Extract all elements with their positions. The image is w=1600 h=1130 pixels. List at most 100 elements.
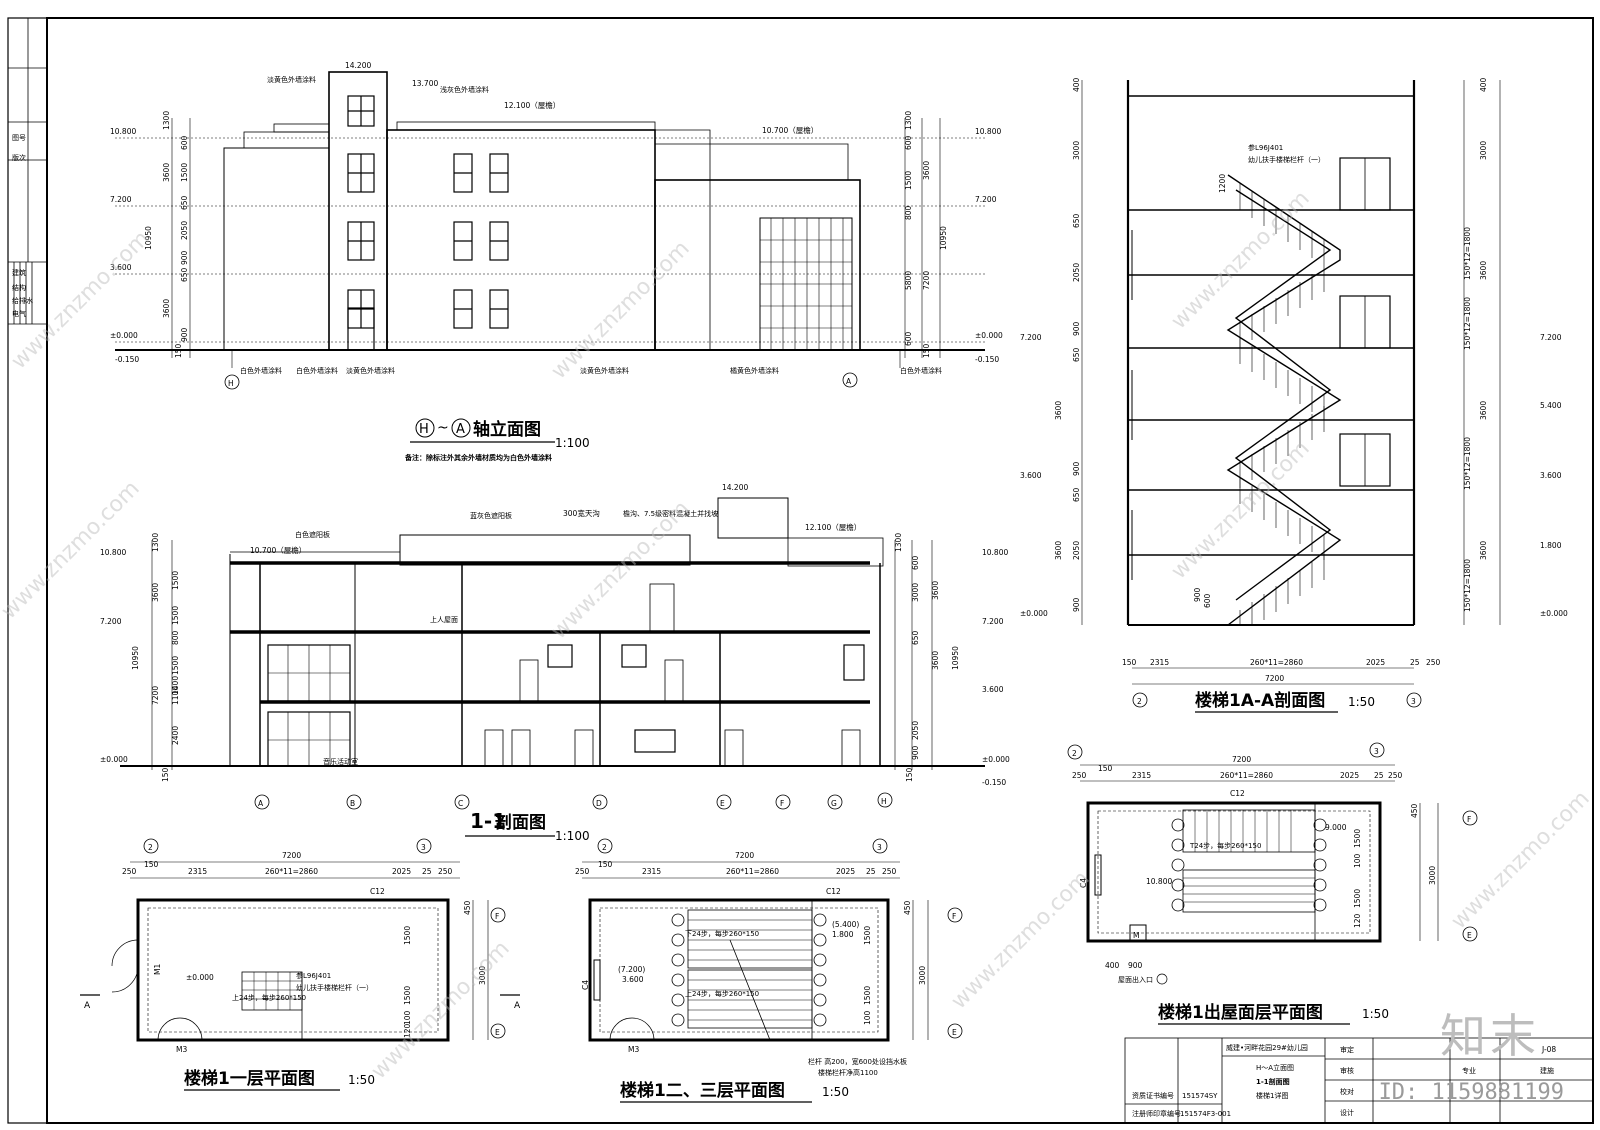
roof-bdim-1: 900 <box>1128 961 1143 970</box>
sec-level-3600-r: 3.600 <box>982 685 1004 694</box>
elev-axis-a-bubble <box>842 372 858 388</box>
sec-axis-d: D <box>596 799 602 808</box>
plan23-overall: 7200 <box>735 851 754 860</box>
stair-rdim-0: 400 <box>1479 77 1488 92</box>
tb-role-2: 校对 <box>1340 1087 1354 1096</box>
plan1-axis-3-bubble <box>416 838 432 854</box>
plan23-rdim-4: 100 <box>863 1010 872 1025</box>
plan23-treads <box>688 919 812 1021</box>
plan1-axis-e-bubble <box>490 1023 506 1039</box>
roof-dim-6: 250 <box>1388 771 1403 780</box>
stair-level-0-r: ±0.000 <box>1540 609 1568 618</box>
roof-axis-e: E <box>1467 931 1472 940</box>
sec-level-m150-r: -0.150 <box>982 778 1006 787</box>
elev-label-1: 浅灰色外墙涂料 <box>440 85 489 94</box>
stair-level-3600-r: 3.600 <box>1540 471 1562 480</box>
plan23-title: 楼梯1二、三层平面图 <box>620 1080 785 1101</box>
roof-dim-4: 2025 <box>1340 771 1359 780</box>
roof-rdim-2: 1500 <box>1353 829 1362 848</box>
plan1-axis-e: E <box>495 1028 500 1037</box>
elev-rdim-4: 800 <box>904 205 913 220</box>
stair-ldim-8: 900 <box>1072 461 1081 476</box>
roof-label-c12: C12 <box>1230 789 1245 798</box>
plan23-dim-lines <box>582 861 929 1040</box>
tb-role-4: 专业 <box>1462 1066 1476 1075</box>
sec-axis-b: B <box>350 799 355 808</box>
stair-section-dim-lines <box>1081 80 1501 685</box>
plan1-cut-a-right: A <box>514 1001 521 1011</box>
roof-plan-title: 楼梯1出屋面层平面图 <box>1158 1002 1323 1023</box>
plan1-label-ref2: 幼儿扶手楼梯栏杆（一） <box>296 983 373 992</box>
tb-cert-no: 151574SY <box>1182 1092 1218 1100</box>
elev-ldim-0: 1300 <box>162 111 171 130</box>
sec-rdim-3: 3600 <box>931 581 940 600</box>
roof-label-9000: 9.000 <box>1325 823 1347 832</box>
plan1-dim-3: 260*11=2860 <box>265 867 318 876</box>
plan1-dim-0: 250 <box>122 867 137 876</box>
tb-drawing-1: 1-1剖面图 <box>1256 1077 1290 1086</box>
elev-label-5: 淡黄色外墙涂料 <box>580 366 629 375</box>
elev-ldim-1: 3600 <box>162 163 171 182</box>
plan1-label-level: ±0.000 <box>186 973 214 982</box>
left-strip <box>8 18 47 325</box>
elev-rdim-6: 7200 <box>922 271 931 290</box>
plan23-label-c4: C4 <box>581 980 590 990</box>
sec-level-10800-l: 10.800 <box>100 548 126 557</box>
sec-rdim-5: 3600 <box>931 651 940 670</box>
plan1-axis-2-bubble <box>143 838 159 854</box>
watermark-7: www.znzmo.com <box>947 866 1095 1014</box>
elev-title: 轴立面图 <box>473 419 541 440</box>
elev-rdim-3: 1500 <box>904 171 913 190</box>
sec-title: 剖面图 <box>495 812 546 833</box>
elev-title-h-bubble <box>415 418 435 438</box>
stair-level-7200-l: 7.200 <box>1020 333 1042 342</box>
tb-drawing-0: H～A立面图 <box>1256 1063 1294 1072</box>
brand-id-watermark: ID: 1159881199 <box>1378 1080 1564 1105</box>
plan1-axis-f-bubble <box>490 907 506 923</box>
roof-overall: 7200 <box>1232 755 1251 764</box>
elev-rdim-5: 5800 <box>904 271 913 290</box>
plan23-label-rail: 栏杆 高200，宽600处设挡水板 <box>808 1057 907 1066</box>
roof-plan-scale: 1:50 <box>1362 1007 1389 1021</box>
tb-role-0: 审定 <box>1340 1045 1354 1054</box>
plan23-rdim-2: 3000 <box>918 966 927 985</box>
outer-border <box>7 17 1594 1124</box>
stair-section-title: 楼梯1A-A剖面图 <box>1195 690 1325 711</box>
watermark-6: www.znzmo.com <box>367 936 515 1084</box>
sec-level-7200-l: 7.200 <box>100 617 122 626</box>
sec-ldim-6: 7200 <box>151 686 160 705</box>
watermark-2: www.znzmo.com <box>1167 186 1315 334</box>
plan23-rdim-3: 1500 <box>863 986 872 1005</box>
elevation-windows <box>347 95 509 351</box>
plan1-dim-5: 25 <box>422 867 432 876</box>
elev-label-4: 淡黄色外墙涂料 <box>346 366 395 375</box>
plan1-label-c12: C12 <box>370 887 385 896</box>
stair-ldim-1: 3000 <box>1072 141 1081 160</box>
elev-level-7200-l: 7.200 <box>110 195 132 204</box>
stair-bdim-0: 150 <box>1122 658 1137 667</box>
elev-ldim-4: 650 <box>180 195 189 210</box>
stair-ldim-12: 900 <box>1072 597 1081 612</box>
elevation-right-dims: 1300 600 3600 1500 800 5800 7200 10950 1… <box>904 111 948 358</box>
sec-rdim-9: 10950 <box>951 646 960 670</box>
stair-axis-3: 3 <box>1411 697 1416 706</box>
plan1-treads <box>242 972 302 1010</box>
stair-ref: 参L96J401 <box>1248 143 1283 152</box>
elev-level-12100: 12.100（屋檐） <box>504 100 560 110</box>
sec-ldim-5: 1500 <box>171 656 180 675</box>
plan1-dim-6: 250 <box>438 867 453 876</box>
plan1-label-m1: M1 <box>153 964 162 975</box>
elev-level-m150-l: -0.150 <box>115 355 139 364</box>
elev-ldim-10: 150 <box>174 343 183 358</box>
stair-flights <box>1226 174 1342 626</box>
roof-rdim-1: 3000 <box>1428 866 1437 885</box>
stair-axis-3-bubble <box>1406 692 1422 708</box>
sec-title-prefix: 1-1 <box>470 809 506 833</box>
sec-rdim-0: 1300 <box>894 533 903 552</box>
stair-rdim-5: 150*12=1800 <box>1463 559 1472 612</box>
plan1-label-m3: M3 <box>176 1045 187 1054</box>
plan23-rdim-0: 450 <box>903 900 912 915</box>
plan23-axis-3: 3 <box>877 843 882 852</box>
sec-level-10700: 10.700（屋檐） <box>250 545 306 555</box>
